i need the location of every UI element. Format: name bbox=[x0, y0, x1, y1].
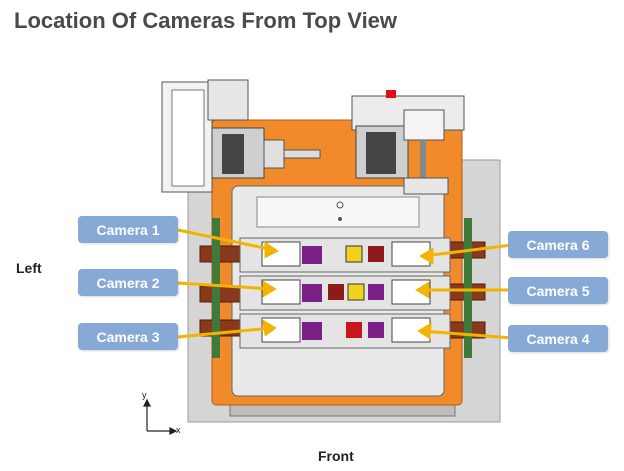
top-crossbar bbox=[256, 196, 420, 228]
left-label: Left bbox=[16, 260, 42, 276]
camera-row-top bbox=[239, 237, 451, 273]
camera-4-callout: Camera 4 bbox=[508, 325, 608, 352]
axis-indicator bbox=[143, 398, 178, 435]
arrows bbox=[177, 228, 513, 340]
green-strip-left bbox=[212, 218, 220, 358]
y-axis-label: y bbox=[142, 390, 147, 400]
camera-5-callout: Camera 5 bbox=[508, 277, 608, 304]
camera-3-callout: Camera 3 bbox=[78, 323, 178, 350]
x-axis-label: x bbox=[176, 425, 181, 435]
camera-2-callout: Camera 2 bbox=[78, 269, 178, 296]
camera-6-callout: Camera 6 bbox=[508, 231, 608, 258]
green-strip-right bbox=[464, 218, 472, 358]
camera-row-middle bbox=[239, 275, 451, 311]
camera-1-callout: Camera 1 bbox=[78, 216, 178, 243]
motor-left bbox=[161, 79, 321, 193]
front-label: Front bbox=[318, 448, 354, 464]
motor-right bbox=[351, 90, 465, 195]
page-title: Location Of Cameras From Top View bbox=[14, 8, 398, 33]
